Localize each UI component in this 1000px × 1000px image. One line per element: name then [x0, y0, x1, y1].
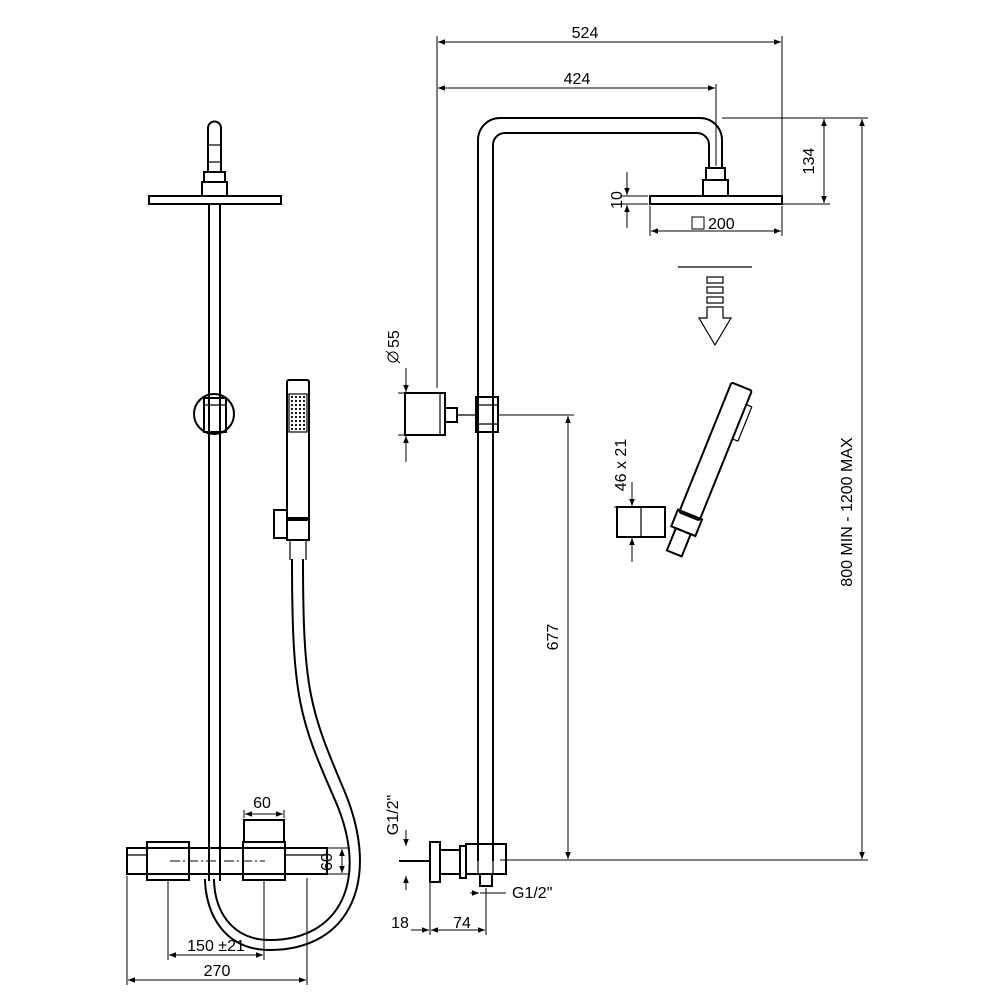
- dim-width-total: 524: [572, 25, 599, 42]
- nozzle-dot: [298, 423, 302, 427]
- nozzle-dot: [294, 399, 298, 403]
- nozzle-dot: [302, 419, 306, 423]
- nozzle-dot: [298, 415, 302, 419]
- dim-head-thickness: 10: [609, 191, 626, 209]
- nozzle-dot: [294, 407, 298, 411]
- side-riser-arm-inner: [492, 132, 710, 861]
- nozzle-dots: [290, 395, 306, 431]
- nozzle-dot: [290, 423, 294, 427]
- front-holder: [286, 517, 310, 541]
- nozzle-dot: [298, 411, 302, 415]
- dim-arm-reach: 424: [564, 71, 591, 88]
- dim-bracket-height: 677: [545, 624, 562, 651]
- nozzle-dot: [290, 395, 294, 399]
- dim-head-drop: 134: [801, 148, 818, 175]
- front-shower-head: [148, 195, 282, 205]
- nozzle-dot: [298, 419, 302, 423]
- dim-outlet-bottom: G1/2": [512, 885, 552, 902]
- nozzle-dot: [290, 415, 294, 419]
- nozzle-dot: [302, 415, 306, 419]
- front-mixer-outlet: [243, 819, 285, 843]
- side-mixer-inlet: [439, 849, 461, 875]
- front-view: 60 60 150 ±21 270: [126, 120, 361, 985]
- side-shower-head: [649, 195, 783, 205]
- nozzle-dot: [302, 427, 306, 431]
- nozzle-dot: [302, 423, 306, 427]
- nozzle-dot: [298, 395, 302, 399]
- nozzle-dot: [290, 427, 294, 431]
- nozzle-dot: [290, 407, 294, 411]
- nozzle-dot: [294, 411, 298, 415]
- nozzle-dot: [302, 407, 306, 411]
- front-bracket: [203, 397, 227, 433]
- nozzle-dot: [294, 419, 298, 423]
- nozzle-dot: [298, 399, 302, 403]
- dim-mixer-depth: 74: [453, 915, 471, 932]
- front-holder-clip: [273, 509, 288, 539]
- dim-wall-bracket-dia: 55: [386, 330, 403, 348]
- diameter-symbol-icon: [387, 351, 399, 363]
- dim-head-size: 200: [708, 216, 735, 233]
- dim-mixer-width: 270: [204, 963, 231, 980]
- nozzle-dot: [294, 403, 298, 407]
- dim-holder-size: 46 x 21: [613, 439, 630, 492]
- nozzle-dot: [294, 395, 298, 399]
- nozzle-dot: [290, 399, 294, 403]
- dim-outlet-top: G1/2": [385, 795, 402, 835]
- front-hose-outer: [212, 558, 351, 942]
- side-mixer-wall-plate: [429, 841, 441, 883]
- nozzle-dot: [298, 403, 302, 407]
- side-slide-bracket: [475, 396, 499, 433]
- front-hand-shower: [286, 379, 310, 521]
- nozzle-dot: [302, 411, 306, 415]
- dim-wall-offset: 18: [391, 915, 409, 932]
- nozzle-dot: [298, 427, 302, 431]
- square-symbol-icon: [691, 216, 705, 230]
- dim-inlet-spacing: 150 ±21: [187, 938, 245, 955]
- side-mixer-body: [465, 843, 507, 875]
- nozzle-dot: [290, 403, 294, 407]
- side-head-connector: [702, 179, 729, 197]
- side-view: 524 424 134 10 200: [385, 25, 868, 935]
- side-head-nut: [705, 167, 726, 181]
- side-mixer-bottom-outlet: [479, 873, 493, 887]
- front-mixer-body: [126, 847, 328, 875]
- front-bracket-circle: [193, 393, 235, 435]
- front-head-connector: [201, 181, 228, 197]
- nozzle-dot: [294, 427, 298, 431]
- side-wall-bracket: [404, 392, 446, 436]
- nozzle-dot: [298, 407, 302, 411]
- nozzle-dot: [302, 395, 306, 399]
- front-hand-shower-nozzles: [288, 393, 308, 433]
- nozzle-dot: [290, 419, 294, 423]
- nozzle-dot: [294, 415, 298, 419]
- dim-body-height: 60: [319, 853, 336, 871]
- nozzle-dot: [302, 399, 306, 403]
- flow-direction-arrow-icon: [678, 266, 752, 347]
- front-hose-inner: [203, 558, 361, 952]
- side-riser-arm-outer: [477, 117, 723, 861]
- side-bracket-stem: [444, 407, 458, 423]
- nozzle-dot: [290, 411, 294, 415]
- nozzle-dot: [294, 423, 298, 427]
- front-top-arm: [207, 120, 222, 173]
- dim-body-depth: 60: [253, 795, 271, 812]
- nozzle-dot: [302, 403, 306, 407]
- front-head-nut: [203, 171, 226, 183]
- side-hand-shower: [665, 382, 753, 558]
- dim-height-range: 800 MIN - 1200 MAX: [839, 437, 856, 587]
